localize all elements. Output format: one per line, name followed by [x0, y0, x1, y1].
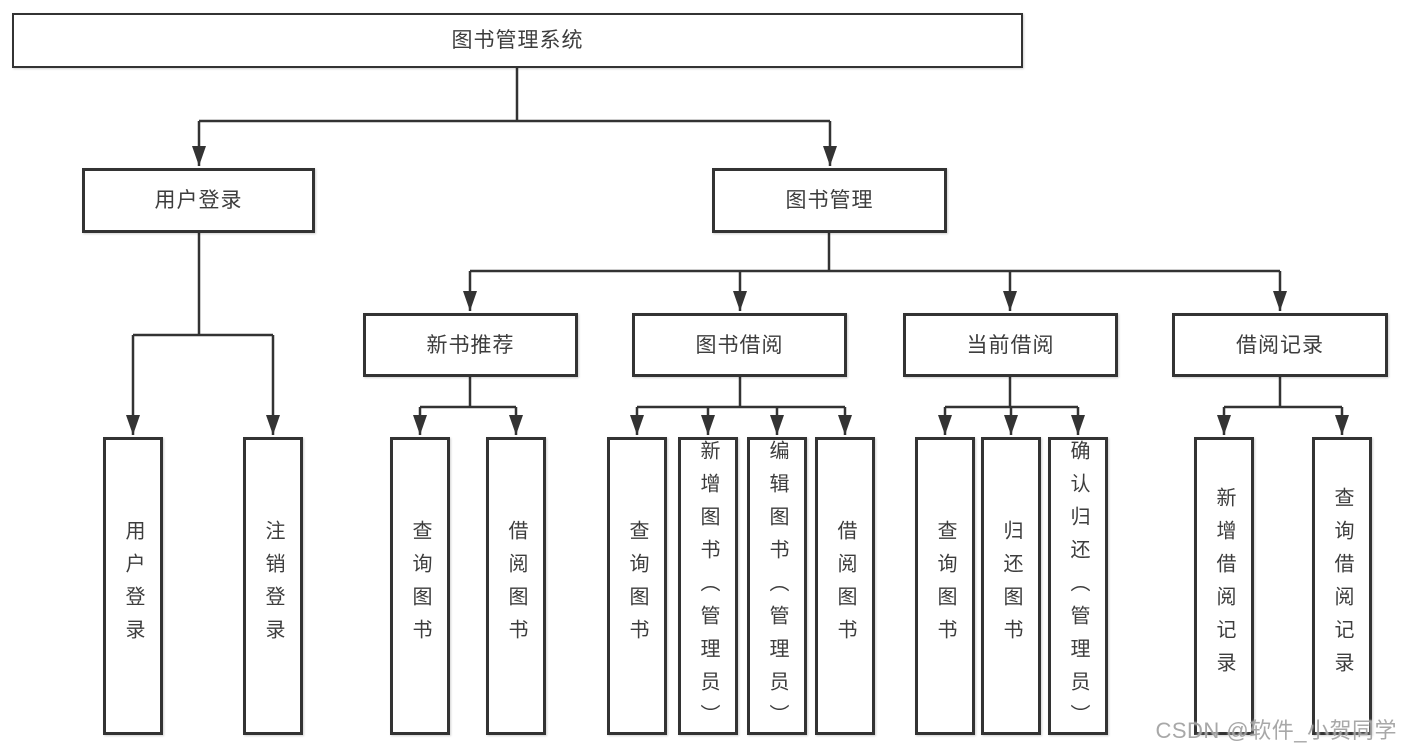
node-label: 借阅记录 [1236, 333, 1324, 357]
csdn-watermark: CSDN @软件_小贺同学 [1155, 718, 1397, 743]
leaf-edit-books-admin: 编辑图书（管理员） [747, 437, 807, 737]
node-label: 查询图书 [626, 520, 648, 652]
node-new-book-recommend: 新书推荐 [363, 313, 578, 377]
node-current-borrowing: 当前借阅 [903, 313, 1118, 377]
node-label: 新书推荐 [426, 333, 515, 357]
leaf-user-login: 用户登录 [103, 437, 163, 735]
leaf-logout: 注销登录 [243, 437, 303, 735]
node-label: 查询图书 [409, 520, 431, 652]
node-label: 借阅图书 [505, 520, 527, 652]
node-label: 用户登录 [154, 189, 243, 212]
node-label: 借阅图书 [834, 520, 856, 652]
leaf-add-books-admin: 新增图书（管理员） [678, 437, 738, 737]
leaf-query-books: 查询图书 [607, 437, 667, 735]
node-label: 当前借阅 [966, 333, 1055, 357]
node-label: 新增借阅记录 [1213, 487, 1235, 685]
leaf-add-borrow-record: 新增借阅记录 [1194, 437, 1254, 735]
node-label: 新增图书（管理员） [697, 440, 719, 737]
node-label: 用户登录 [122, 520, 144, 652]
node-label: 查询借阅记录 [1331, 487, 1353, 685]
node-book-management: 图书管理 [712, 168, 947, 233]
node-label: 编辑图书（管理员） [766, 440, 788, 737]
leaf-return-books: 归还图书 [981, 437, 1041, 735]
node-label: 图书管理系统 [451, 29, 584, 52]
node-label: 归还图书 [1000, 520, 1022, 652]
leaf-query-books: 查询图书 [390, 437, 450, 735]
node-label: 图书借阅 [695, 333, 784, 357]
node-label: 查询图书 [934, 520, 956, 652]
node-label: 注销登录 [262, 520, 284, 652]
leaf-query-books: 查询图书 [915, 437, 975, 735]
node-library-system: 图书管理系统 [12, 13, 1023, 68]
leaf-query-borrow-record: 查询借阅记录 [1312, 437, 1372, 735]
node-label: 图书管理 [785, 189, 874, 212]
leaf-borrow-books: 借阅图书 [486, 437, 546, 735]
node-user-login: 用户登录 [82, 168, 315, 233]
node-borrowing-records: 借阅记录 [1172, 313, 1388, 377]
node-label: 确认归还（管理员） [1067, 440, 1089, 737]
node-book-borrowing: 图书借阅 [632, 313, 847, 377]
leaf-confirm-return-admin: 确认归还（管理员） [1048, 437, 1108, 737]
leaf-borrow-books: 借阅图书 [815, 437, 875, 735]
